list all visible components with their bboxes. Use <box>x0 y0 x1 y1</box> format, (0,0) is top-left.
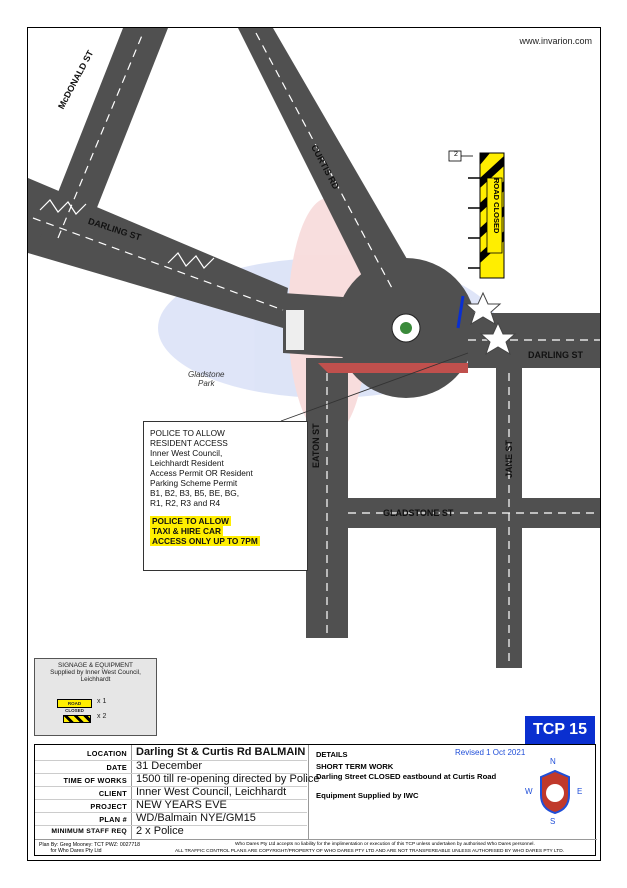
item1-qty: x 1 <box>97 698 107 705</box>
details-line: Darling Street CLOSED eastbound at Curti… <box>316 772 497 781</box>
note-line: Parking Scheme Permit <box>150 478 238 488</box>
shield-icon <box>540 769 570 815</box>
plan-sheet: McDONALD ST CURTIS RD DARLING ST DARLING… <box>27 27 601 861</box>
signage-equipment-panel: SIGNAGE & EQUIPMENT Supplied by Inner We… <box>34 658 157 736</box>
disclaimer-line: ALL TRAFFIC CONTROL PLANS ARE COPYRIGHT/… <box>175 849 564 854</box>
compass-e: E <box>577 787 583 796</box>
plan-value: WD/Balmain NYE/GM15 <box>136 812 256 824</box>
note-highlight-line: ACCESS ONLY UP TO 7PM <box>150 536 260 546</box>
note-highlight-line: TAXI & HIRE CAR <box>150 526 223 536</box>
row-label: PROJECT <box>90 802 127 811</box>
row-label: MINIMUM STAFF REQ <box>51 828 127 835</box>
plan-info-block: LOCATION Darling St & Curtis Rd BALMAIN … <box>34 744 597 856</box>
row-label: DATE <box>106 763 127 772</box>
compass-logo: N E S W <box>525 757 585 827</box>
road-closed-sign-icon: ROAD CLOSED <box>57 699 92 713</box>
note-pointer <box>280 352 469 422</box>
client-value: Inner West Council, Leichhardt <box>136 786 287 798</box>
signage-title: SIGNAGE & EQUIPMENT <box>58 662 133 669</box>
website-url: www.invarion.com <box>519 36 592 46</box>
roundabout-tree-icon <box>400 322 412 334</box>
sign-number-tag <box>448 150 473 162</box>
compass-n: N <box>550 757 556 766</box>
info-divider <box>131 745 132 839</box>
note-line: RESIDENT ACCESS <box>150 438 228 448</box>
date-value: 31 December <box>136 760 203 772</box>
map-drawing <box>28 28 600 668</box>
note-line: POLICE TO ALLOW <box>150 428 225 438</box>
street-label-eaton: EATON ST <box>311 423 321 468</box>
closure-zone <box>318 363 468 373</box>
project-value: NEW YEARS EVE <box>136 799 227 811</box>
row-label: PLAN # <box>99 815 127 824</box>
police-access-note: POLICE TO ALLOW RESIDENT ACCESS Inner We… <box>143 421 308 571</box>
tcp-number-badge: TCP 15 <box>525 716 595 744</box>
compass-s: S <box>550 817 556 826</box>
note-line: R1, R2, R3 and R4 <box>150 498 221 508</box>
road-closed-sign <box>468 152 505 279</box>
street-label-gladstone: GLADSTONE ST <box>383 508 454 518</box>
note-highlight-line: POLICE TO ALLOW <box>150 516 231 526</box>
row-label: TIME OF WORKS <box>63 776 127 785</box>
lane-markings <box>32 32 600 663</box>
row-label: CLIENT <box>98 789 127 798</box>
info-divider <box>308 745 309 839</box>
traffic-controller-icon <box>456 295 465 329</box>
details-heading: DETAILS <box>316 750 348 759</box>
disclaimer-line: Who Dares Pty Ltd accepts no liability f… <box>235 842 535 847</box>
note-line: Access Permit OR Resident <box>150 468 253 478</box>
roads <box>28 28 600 668</box>
street-label-darling-east: DARLING ST <box>528 350 583 360</box>
row-label: LOCATION <box>87 749 127 758</box>
time-value: 1500 till re-opening directed by Police <box>136 773 320 785</box>
signage-subtitle: Supplied by Inner West Council, Leichhar… <box>50 669 141 683</box>
police-star-icon <box>464 291 517 356</box>
note-line: B1, B2, B3, B5, BE, BG, <box>150 488 240 498</box>
details-line: SHORT TERM WORK <box>316 762 394 771</box>
sign-number: 2 <box>454 151 458 158</box>
barrier-icon <box>63 715 91 723</box>
park-label: Gladstone Park <box>188 370 225 388</box>
street-label-jane: JANE ST <box>504 439 514 478</box>
compass-w: W <box>525 787 533 796</box>
equipment-note: Equipment Supplied by IWC <box>316 791 419 800</box>
note-line: Inner West Council, <box>150 448 223 458</box>
note-line: Leichhardt Resident <box>150 458 224 468</box>
staff-value: 2 x Police <box>136 825 184 837</box>
road-closed-sign-text: ROAD CLOSED <box>492 178 501 234</box>
pedestrian-crossing <box>286 310 304 350</box>
zigzag-markings <box>39 199 215 269</box>
item2-qty: x 2 <box>97 713 107 720</box>
location-value: Darling St & Curtis Rd BALMAIN <box>136 746 306 758</box>
revised-date: Revised 1 Oct 2021 <box>455 748 526 757</box>
plan-by: Plan By: Greg Mooney: TCT PWZ: 0027718 f… <box>39 842 141 854</box>
